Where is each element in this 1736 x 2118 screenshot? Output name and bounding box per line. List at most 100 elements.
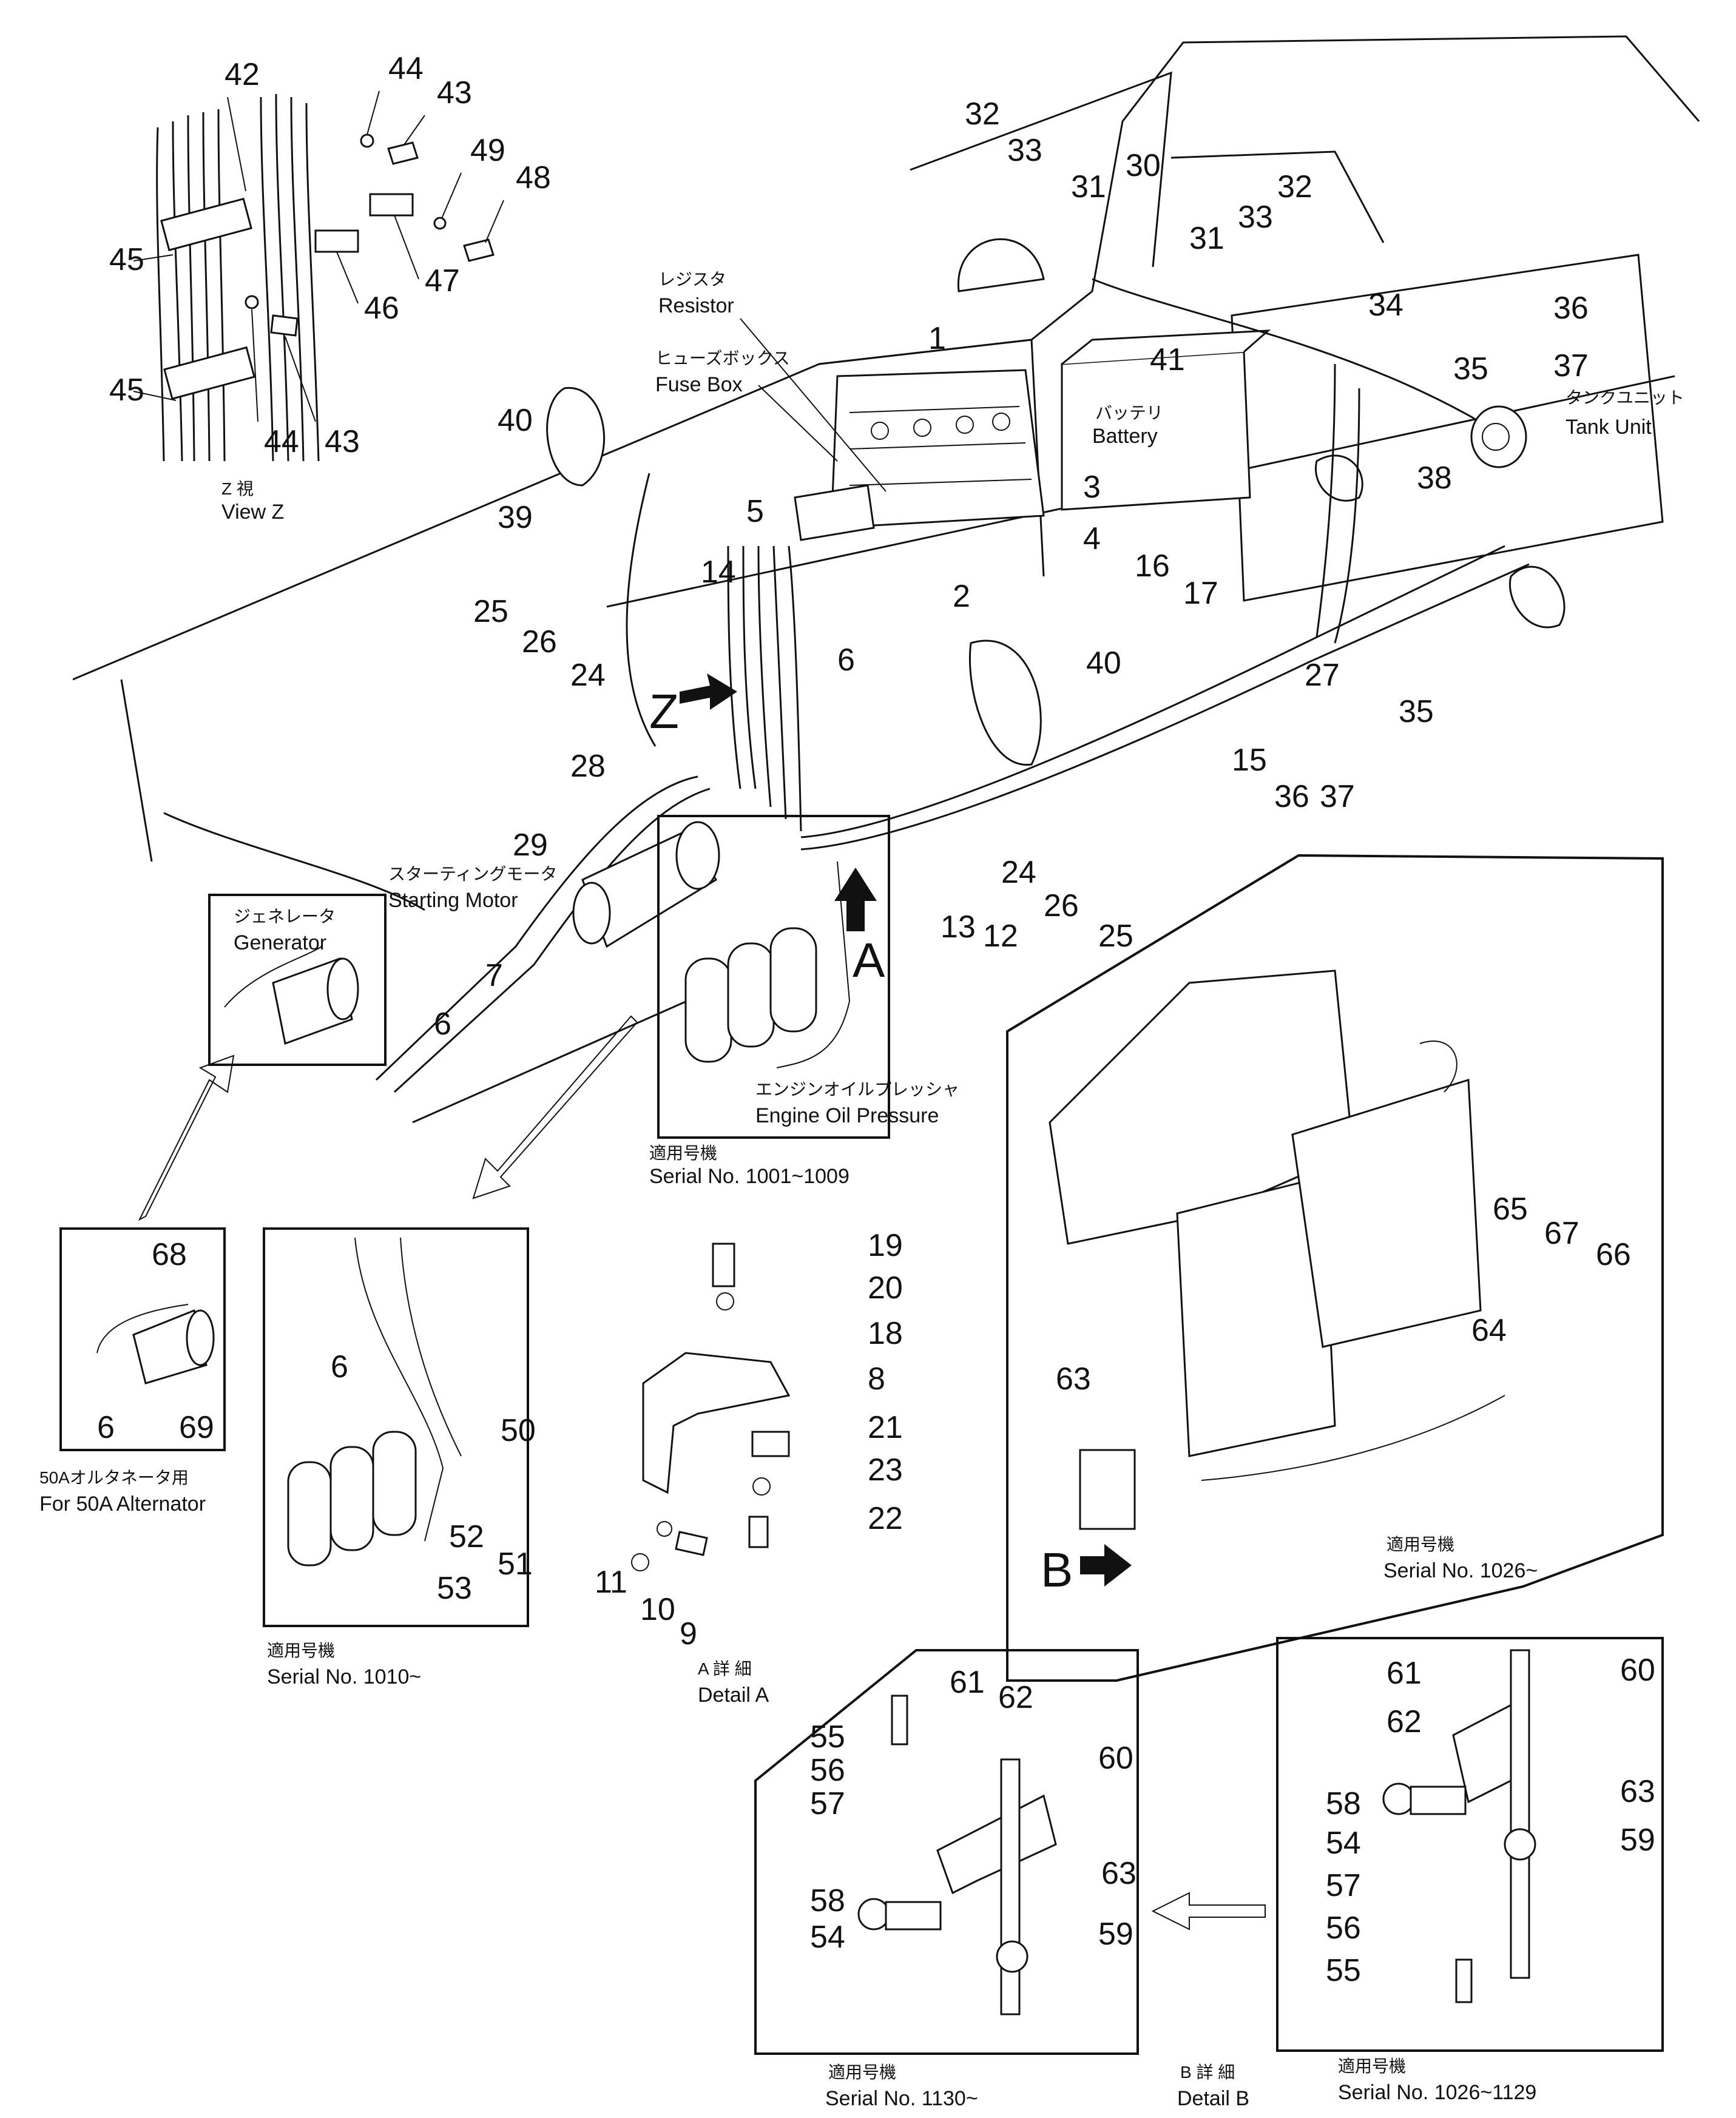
callout-c32a: 32: [965, 96, 1000, 132]
resistor-en: Resistor: [658, 294, 734, 317]
generator-drawing: [224, 946, 359, 1045]
serial-1010-jp: 適用号機: [267, 1641, 335, 1660]
callout-c69: 69: [179, 1410, 214, 1445]
callout-c47: 47: [425, 263, 460, 298]
callout-c40a: 40: [498, 403, 533, 438]
callout-c28: 28: [570, 749, 606, 784]
callout-c11: 11: [595, 1565, 627, 1600]
hatched-arrow-down-icon: [472, 1015, 638, 1199]
callout-c33a: 33: [1007, 133, 1042, 168]
callout-c6d: 6: [331, 1349, 348, 1384]
view-z-group: [133, 90, 504, 462]
callout-c66: 66: [1596, 1237, 1631, 1272]
detail-a-en: Detail A: [698, 1684, 769, 1707]
serial-1010: Serial No. 1010~: [267, 1665, 421, 1688]
callout-c49: 49: [470, 133, 505, 168]
alternator-jp: 50Aオルタネータ用: [39, 1468, 189, 1487]
callout-c60b: 60: [1098, 1741, 1133, 1776]
callout-c59b: 59: [1098, 1917, 1133, 1952]
washer-44b: [245, 295, 259, 309]
callout-c6c: 6: [97, 1410, 115, 1445]
switch-1026-1129: [1382, 1649, 1536, 2003]
z-arrow-label: Z: [649, 684, 679, 738]
callout-c12: 12: [983, 919, 1018, 954]
callout-c55b: 55: [810, 1719, 845, 1755]
callout-c59a: 59: [1620, 1823, 1655, 1858]
callout-c56b: 56: [810, 1753, 845, 1788]
resistor-jp: レジスタ: [658, 270, 726, 289]
bolt-48: [463, 238, 495, 262]
head-lamps: [546, 238, 1565, 766]
callout-c51: 51: [498, 1546, 533, 1582]
callout-c6b: 6: [434, 1007, 451, 1042]
callout-c42: 42: [225, 57, 260, 92]
callout-c2: 2: [953, 579, 970, 614]
oil-pressure-en: Engine Oil Pressure: [755, 1104, 939, 1127]
oil-filters: [684, 861, 851, 1068]
callout-c48: 48: [516, 160, 551, 195]
alternator-drawing: [96, 1304, 215, 1384]
callout-c21: 21: [868, 1410, 903, 1445]
callout-c46: 46: [364, 291, 399, 326]
serial-1026-1129: Serial No. 1026~1129: [1338, 2081, 1536, 2104]
callout-c17: 17: [1183, 576, 1218, 611]
fuse-box-en: Fuse Box: [655, 373, 743, 396]
callout-c41: 41: [1150, 342, 1185, 377]
callout-c26a: 26: [522, 624, 557, 659]
callout-c9: 9: [680, 1616, 697, 1651]
callout-c58a: 58: [1326, 1786, 1361, 1821]
starting-motor-en: Starting Motor: [388, 889, 518, 912]
callout-c61b: 61: [950, 1665, 985, 1700]
callout-c44b: 44: [264, 424, 299, 459]
callout-c63c: 63: [1101, 1856, 1137, 1891]
callout-c53: 53: [437, 1571, 472, 1606]
callout-c16: 16: [1135, 548, 1170, 584]
callout-c32b: 32: [1277, 169, 1312, 204]
operator-seat: [1049, 970, 1505, 1530]
callout-c37a: 37: [1553, 348, 1589, 383]
callout-c57a: 57: [1326, 1868, 1361, 1903]
callout-c20: 20: [868, 1270, 903, 1306]
clamp-46: [314, 229, 359, 253]
alternator-en: For 50A Alternator: [39, 1492, 206, 1516]
callout-c43b: 43: [325, 424, 360, 459]
callout-c10: 10: [640, 1592, 675, 1627]
battery-jp: バッテリ: [1095, 403, 1163, 422]
generator-jp: ジェネレータ: [234, 907, 336, 926]
serial-1026-1129-jp: 適用号機: [1338, 2057, 1406, 2076]
callout-c27: 27: [1305, 658, 1340, 693]
callout-c31a: 31: [1071, 169, 1106, 204]
lamp-battery: [1315, 454, 1363, 502]
callout-c52: 52: [449, 1519, 484, 1554]
callout-c24a: 24: [570, 658, 606, 693]
clamp-plate-lower: [163, 346, 255, 400]
callout-c13: 13: [941, 909, 976, 945]
washer-44: [360, 133, 374, 148]
callout-c68: 68: [152, 1237, 187, 1272]
callout-c37b: 37: [1320, 779, 1355, 814]
z-arrow-icon: [680, 673, 737, 710]
detail-b-jp: B 詳 細: [1180, 2063, 1235, 2082]
callout-c62b: 62: [998, 1680, 1033, 1715]
view-z-en: View Z: [221, 501, 284, 524]
callout-c39: 39: [498, 500, 533, 535]
callout-c24b: 24: [1001, 855, 1036, 890]
callout-c30: 30: [1126, 148, 1161, 183]
lamp-left: [546, 387, 606, 487]
callout-c7: 7: [485, 958, 503, 993]
view-z-jp: Z 視: [221, 479, 254, 498]
serial-1010-frame: [263, 1227, 529, 1627]
lamp-right: [1509, 565, 1565, 629]
hatched-arrow-left-icon: [1151, 1892, 1266, 1931]
battery-en: Battery: [1092, 425, 1158, 448]
callout-c31b: 31: [1189, 221, 1224, 256]
tank-unit-jp: タンクユニット: [1565, 388, 1684, 407]
serial-1026-frame: [1006, 854, 1664, 1682]
serial-1001: Serial No. 1001~1009: [649, 1165, 849, 1188]
callout-c40b: 40: [1086, 646, 1121, 681]
switch-1130: [857, 1695, 1057, 2015]
callout-c18: 18: [868, 1316, 903, 1351]
serial-1130: Serial No. 1130~: [825, 2087, 978, 2110]
